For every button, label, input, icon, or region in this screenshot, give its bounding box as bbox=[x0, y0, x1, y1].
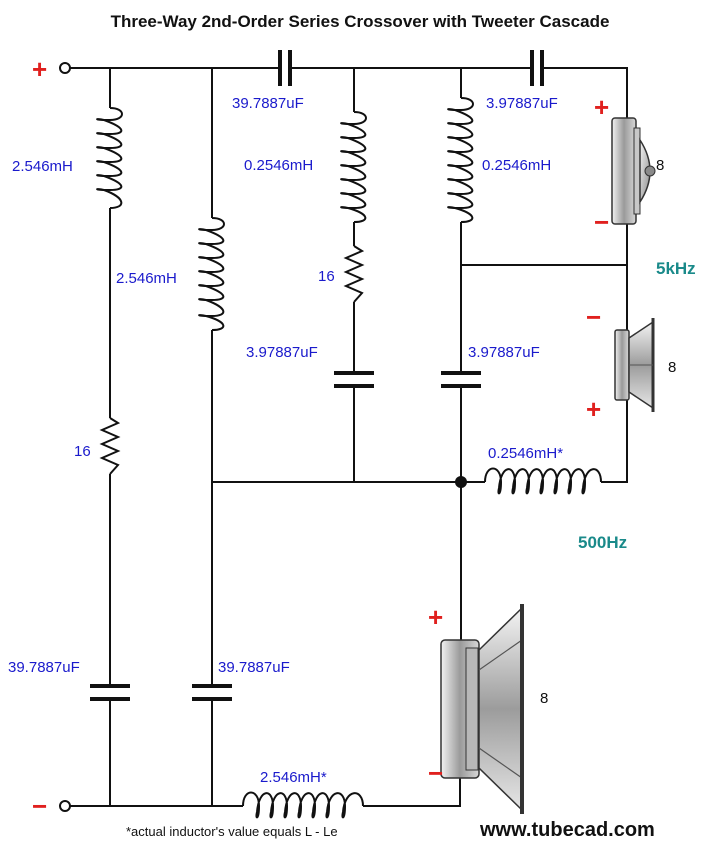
resistor-midrange bbox=[343, 245, 365, 303]
midrange-minus: − bbox=[586, 302, 601, 332]
capacitor-series-top bbox=[278, 50, 292, 86]
inductor-series-woofer bbox=[242, 791, 364, 819]
midrange-speaker bbox=[614, 318, 655, 412]
input-terminal-minus[interactable] bbox=[59, 800, 71, 812]
label-l-midrange: 0.2546mH bbox=[244, 157, 313, 174]
capacitor-right-shunt bbox=[441, 371, 481, 388]
midrange-impedance: 8 bbox=[668, 359, 676, 376]
tweeter-minus: − bbox=[594, 207, 609, 237]
label-c-mid: 39.7887uF bbox=[218, 659, 290, 676]
tweeter-plus: + bbox=[594, 92, 609, 122]
footnote: *actual inductor's value equals L - Le bbox=[126, 824, 338, 839]
tweeter-impedance: 8 bbox=[656, 157, 664, 174]
label-c-left: 39.7887uF bbox=[8, 659, 80, 676]
inductor-series-midrange bbox=[484, 467, 602, 495]
midrange-plus: + bbox=[586, 394, 601, 424]
label-l-series-woofer: 2.546mH* bbox=[260, 769, 327, 786]
crossover-frequency-high: 5kHz bbox=[656, 259, 696, 278]
inductor-right bbox=[447, 97, 474, 223]
input-minus-label: − bbox=[32, 791, 47, 821]
tweeter-speaker bbox=[611, 117, 656, 225]
inductor-midrange bbox=[340, 111, 367, 223]
woofer-minus: − bbox=[428, 758, 443, 788]
wires bbox=[70, 67, 628, 807]
label-c-series-top: 39.7887uF bbox=[232, 95, 304, 112]
resistor-left bbox=[99, 417, 121, 475]
capacitor-midrange-shunt bbox=[334, 371, 374, 388]
label-c-series-tweeter: 3.97887uF bbox=[486, 95, 558, 112]
capacitor-mid bbox=[192, 684, 232, 701]
label-l-series-midrange: 0.2546mH* bbox=[488, 445, 563, 462]
junction-node bbox=[455, 476, 467, 488]
diagram-title: Three-Way 2nd-Order Series Crossover wit… bbox=[111, 12, 610, 31]
inductor-mid bbox=[198, 217, 225, 331]
woofer-impedance: 8 bbox=[540, 690, 548, 707]
crossover-frequency-low: 500Hz bbox=[578, 533, 627, 552]
label-c-midrange: 3.97887uF bbox=[246, 344, 318, 361]
woofer-plus: + bbox=[428, 602, 443, 632]
capacitor-left bbox=[90, 684, 130, 701]
label-l-right: 0.2546mH bbox=[482, 157, 551, 174]
inductor-left bbox=[96, 107, 123, 209]
label-c-right: 3.97887uF bbox=[468, 344, 540, 361]
woofer-speaker bbox=[440, 604, 524, 814]
input-terminal-plus[interactable] bbox=[59, 62, 71, 74]
website-credit: www.tubecad.com bbox=[479, 819, 655, 841]
label-r-left: 16 bbox=[74, 443, 91, 460]
label-l-left: 2.546mH bbox=[12, 158, 73, 175]
label-l-mid: 2.546mH bbox=[116, 270, 177, 287]
capacitor-series-tweeter bbox=[530, 50, 544, 86]
label-r-midrange: 16 bbox=[318, 268, 335, 285]
input-plus-label: + bbox=[32, 54, 47, 84]
